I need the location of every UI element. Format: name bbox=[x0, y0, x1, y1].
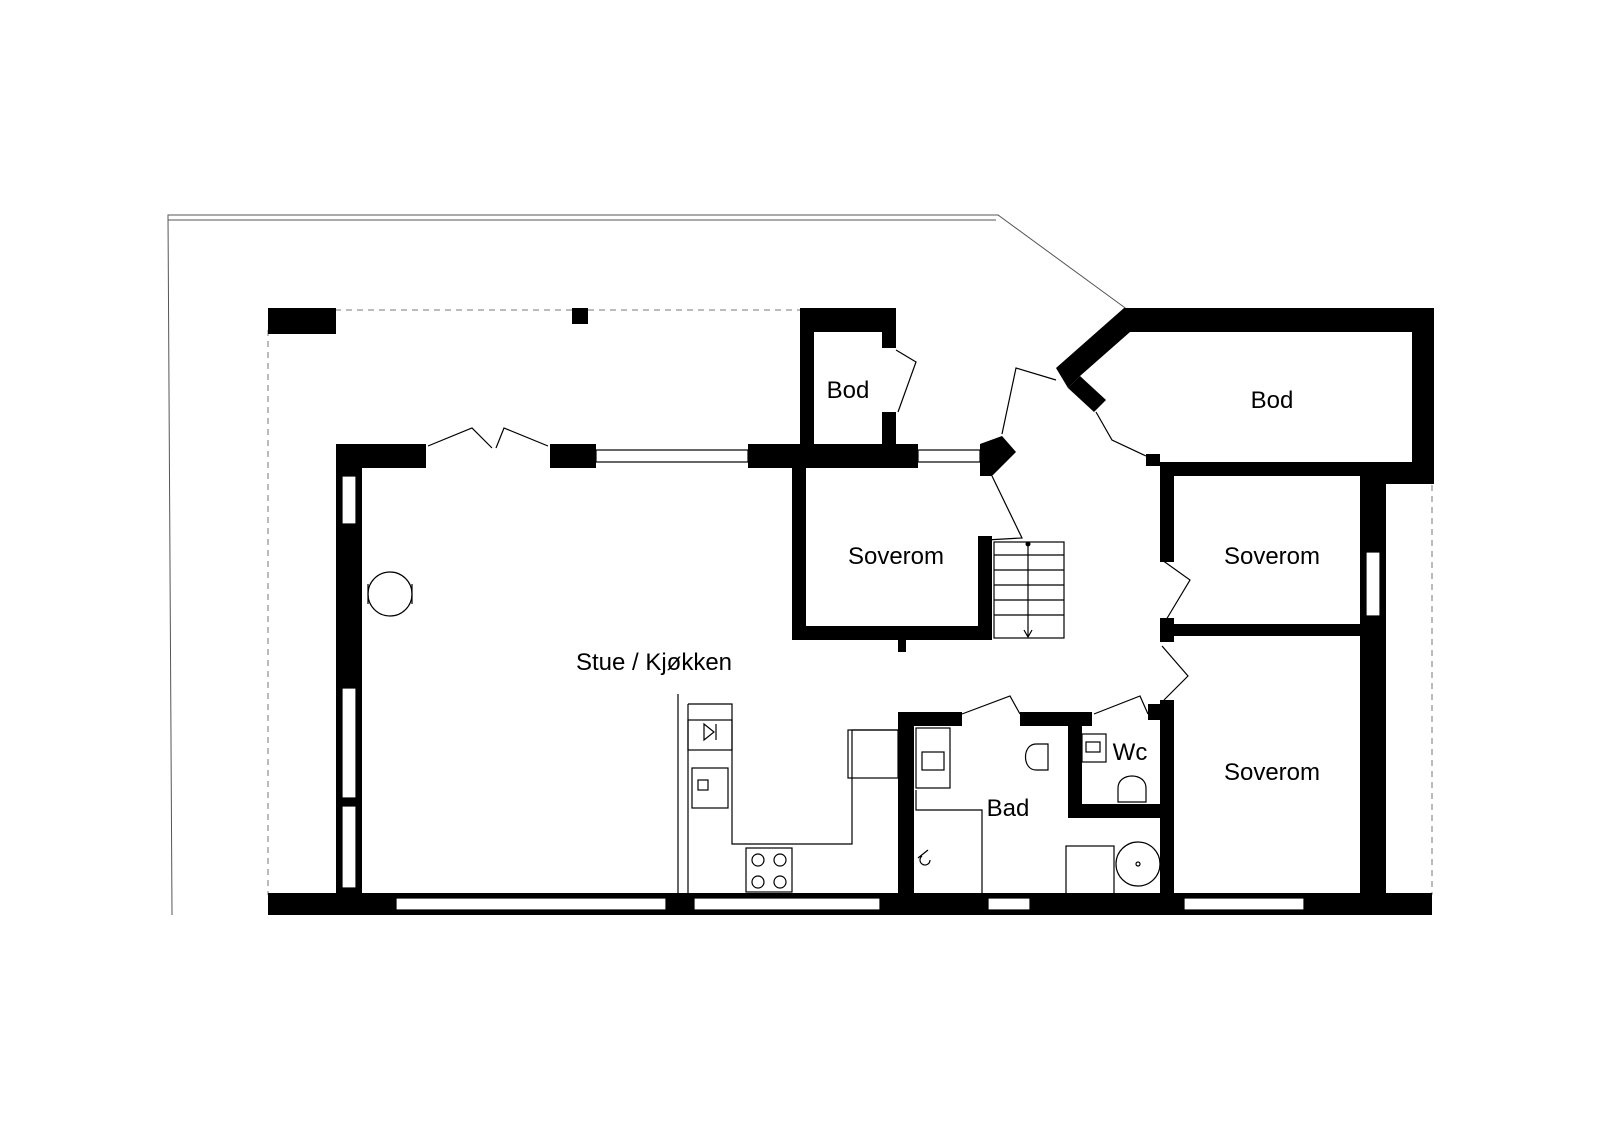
door bbox=[985, 475, 1023, 541]
terrace-outline bbox=[167, 214, 1129, 916]
cooktop-icon bbox=[745, 847, 793, 893]
door bbox=[1161, 645, 1189, 701]
double-door bbox=[427, 427, 549, 449]
wall bbox=[980, 436, 1016, 476]
wc-fixtures bbox=[1081, 733, 1147, 803]
window bbox=[987, 897, 1031, 911]
toilet-icon bbox=[1024, 743, 1049, 771]
shower-icon bbox=[917, 849, 931, 866]
door bbox=[1093, 695, 1149, 715]
wall bbox=[1148, 704, 1162, 720]
wall bbox=[1068, 376, 1106, 412]
bathroom-fixtures bbox=[915, 727, 1161, 895]
wall bbox=[550, 444, 596, 468]
wall bbox=[1160, 700, 1174, 894]
wall bbox=[1166, 624, 1370, 636]
window bbox=[341, 805, 357, 889]
wall bbox=[882, 412, 896, 468]
wall bbox=[792, 468, 806, 640]
staircase bbox=[993, 541, 1065, 639]
wall bbox=[800, 308, 814, 468]
window bbox=[341, 475, 357, 525]
window bbox=[1365, 551, 1381, 617]
window bbox=[693, 897, 881, 911]
room-label-storage-left: Bod bbox=[827, 377, 870, 404]
wall bbox=[1360, 476, 1386, 894]
wall bbox=[898, 640, 906, 652]
wall bbox=[1068, 804, 1168, 818]
dishwasher-icon bbox=[703, 722, 717, 742]
door bbox=[1095, 411, 1147, 457]
wall bbox=[800, 308, 896, 332]
door bbox=[1001, 367, 1057, 435]
wall bbox=[978, 536, 992, 640]
wall bbox=[1160, 462, 1174, 562]
room-label-bedroom-center: Soverom bbox=[848, 543, 944, 570]
column bbox=[572, 308, 588, 324]
window bbox=[341, 687, 357, 799]
door bbox=[961, 695, 1021, 715]
room-label-living-kitchen: Stue / Kjøkken bbox=[576, 649, 732, 676]
wall bbox=[1160, 462, 1360, 476]
stair-start-dot bbox=[1025, 541, 1031, 547]
window bbox=[1183, 897, 1305, 911]
room-label-bedroom-right-upper: Soverom bbox=[1224, 543, 1320, 570]
window bbox=[917, 449, 981, 463]
window bbox=[395, 897, 667, 911]
door bbox=[1161, 559, 1191, 621]
room-label-bedroom-right-lower: Soverom bbox=[1224, 759, 1320, 786]
kitchen-counter bbox=[677, 694, 899, 893]
wall bbox=[882, 308, 896, 348]
room-label-storage-right: Bod bbox=[1251, 387, 1294, 414]
dining-table-icon bbox=[367, 571, 413, 617]
door bbox=[895, 349, 917, 413]
wall bbox=[1068, 718, 1082, 818]
room-label-toilet: Wc bbox=[1113, 739, 1148, 766]
wall bbox=[792, 626, 992, 640]
wall bbox=[898, 712, 962, 726]
wall bbox=[1056, 308, 1434, 484]
wall bbox=[898, 712, 914, 894]
wall bbox=[1146, 454, 1160, 466]
room-label-bathroom: Bad bbox=[987, 795, 1030, 822]
window bbox=[595, 449, 749, 463]
wall bbox=[268, 308, 336, 334]
